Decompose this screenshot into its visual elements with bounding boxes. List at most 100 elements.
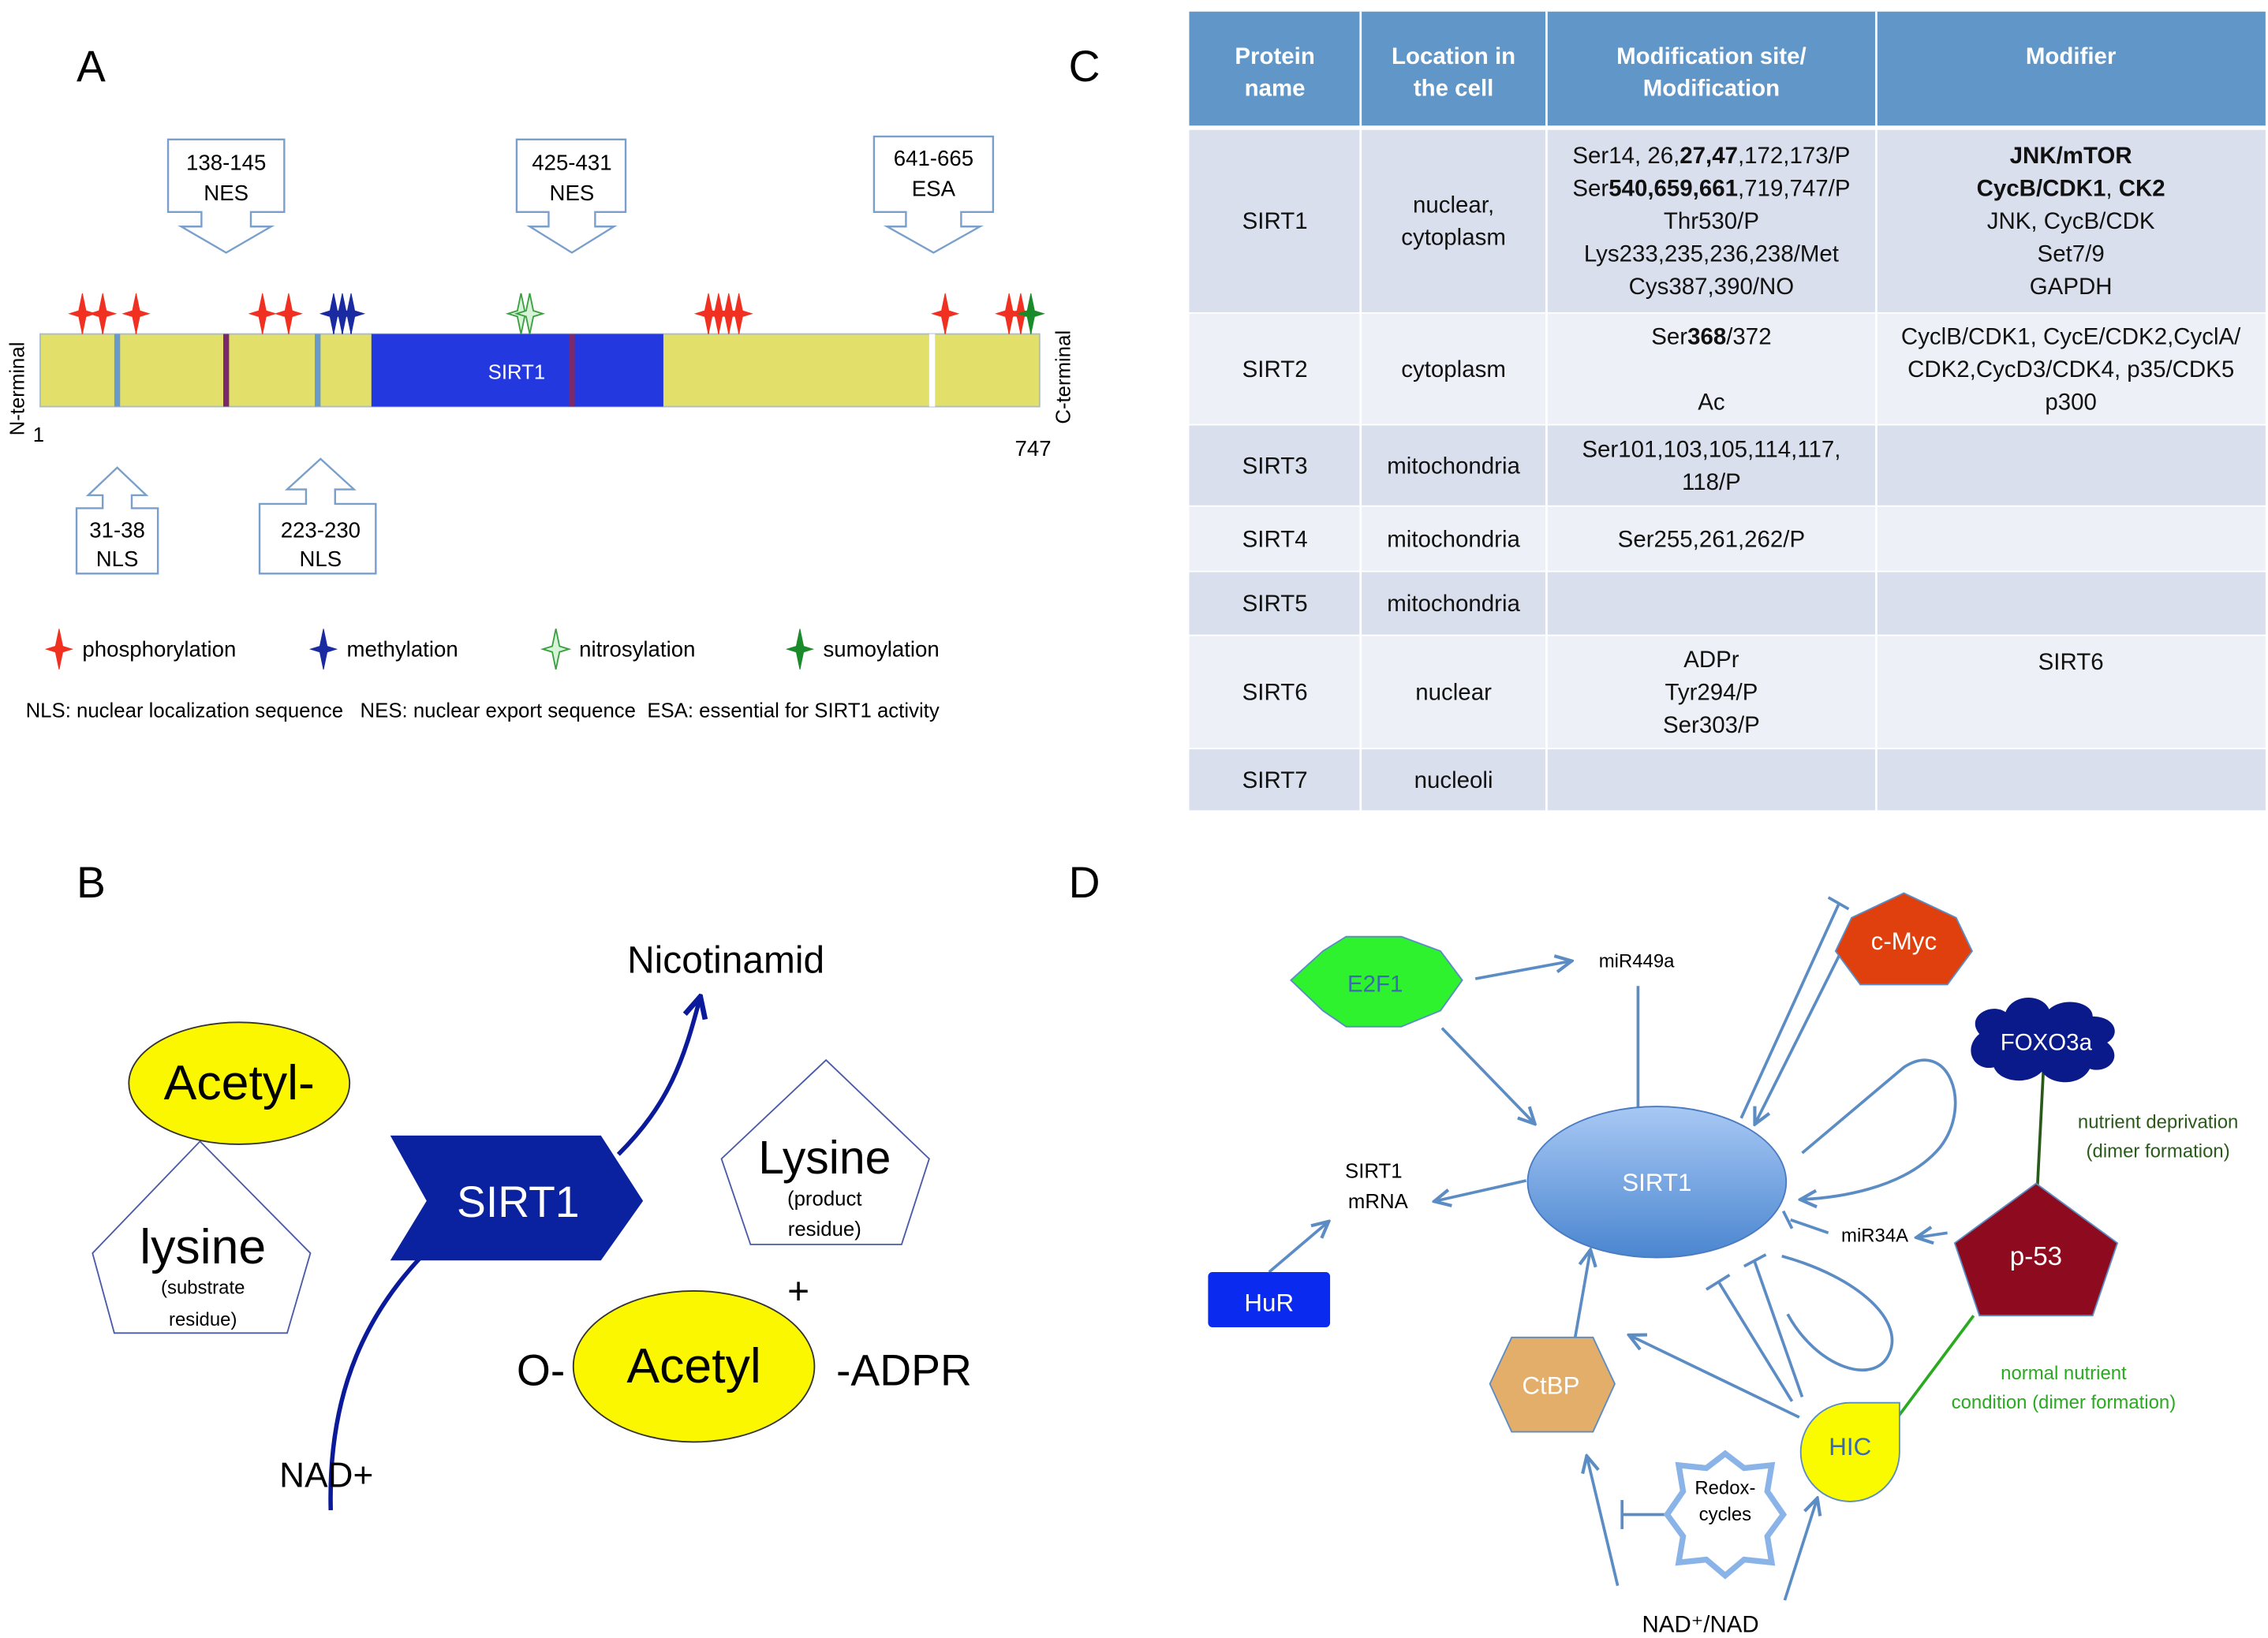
modification-star-icon [88, 293, 118, 334]
sirt1-node-label: SIRT1 [1622, 1169, 1691, 1196]
panel-b: B Acetyl- lysine (substrate residue) SIR… [77, 858, 972, 1511]
nicotinamid-label: Nicotinamid [627, 940, 824, 982]
legend-item: nitrosylation [540, 629, 695, 670]
acetyl-substrate-label: Acetyl- [164, 1055, 315, 1110]
interaction-edges [1268, 896, 2046, 1601]
edge-sirt1-cmyc-inhibit [1739, 904, 1840, 1119]
lysine-substrate-pentagon [92, 1140, 312, 1334]
abbreviation-footnote: NLS: nuclear localization sequence NES: … [26, 700, 940, 722]
sirt1-catalytic-domain [371, 334, 663, 407]
nes-marker [222, 334, 230, 407]
acetyl-product-label: Acetyl [626, 1338, 760, 1394]
edge-nad-ctbp [1587, 1458, 1620, 1587]
column-header: Modifier [2026, 43, 2117, 69]
domain-label: SIRT1 [488, 362, 546, 384]
table-cell-text: SIRT5 [1242, 591, 1308, 617]
nad-ratio-label: NAD⁺/NAD [1642, 1612, 1759, 1638]
node-ctbp: CtBP [1489, 1336, 1616, 1433]
edge-hic-ctbp [1631, 1336, 1800, 1419]
modification-star-icon [308, 629, 338, 670]
table-row [1189, 749, 2266, 811]
nad-arrow [328, 1233, 446, 1511]
lysine-substrate-label: lysine [140, 1219, 266, 1274]
callout-type: NLS [300, 547, 342, 571]
node-sirt1: SIRT1 [1526, 1106, 1788, 1259]
table-cell-text: Set7/9 [2038, 241, 2105, 267]
table-cell-text: p300 [2045, 389, 2097, 415]
foxo3a-label: FOXO3a [2001, 1029, 2093, 1055]
table-cell-text: SIRT4 [1242, 526, 1308, 552]
modification-star-icon [248, 293, 277, 334]
node-e2f1: E2F1 [1290, 935, 1463, 1028]
table-cell-text: Ser14, 26,27,47,172,173/P [1572, 143, 1850, 169]
nls-marker [114, 334, 121, 407]
nls-marker [315, 334, 321, 407]
acetyl-product-ellipse [572, 1290, 816, 1443]
modification-star-icon [514, 293, 546, 334]
modification-star-icon [1016, 293, 1045, 334]
legend-item: methylation [308, 629, 458, 670]
column-header: Protein [1235, 43, 1314, 69]
modification-star-icon [785, 629, 815, 670]
end-residue: 747 [1015, 436, 1052, 461]
table-cell-text: Ser303/P [1663, 712, 1760, 738]
callout-type: NES [550, 181, 595, 205]
start-residue: 1 [33, 424, 44, 446]
modification-star-icon [274, 293, 303, 334]
column-header: Location in [1392, 43, 1515, 69]
n-terminal-label: N-terminal [7, 342, 29, 436]
modification-star-icon [121, 293, 151, 334]
node-foxo3a: FOXO3a [1971, 997, 2115, 1083]
protein-bar: SIRT1 [39, 333, 1041, 408]
modification-star-icon [724, 293, 753, 334]
table-cell-text: nucleoli [1414, 767, 1493, 793]
nutrient-deprivation-note: (dimer formation) [2087, 1141, 2230, 1162]
column-header: name [1245, 76, 1306, 102]
legend-label: phosphorylation [82, 636, 236, 661]
p53-label: p-53 [2010, 1242, 2062, 1271]
table-row [1189, 506, 2266, 571]
modification-star-icon [336, 293, 366, 334]
table-cell-text: CDK2,CycD3/CDK4, p35/CDK5 [1907, 356, 2234, 382]
modification-star-icon [68, 293, 97, 334]
table-cell-text: Ser255,261,262/P [1618, 526, 1805, 552]
table-cell-text: mitochondria [1387, 526, 1520, 552]
table-row [1189, 636, 2266, 748]
nad-label: NAD+ [279, 1457, 373, 1495]
column-header: Modification site/ [1616, 43, 1807, 69]
node-hur: HuR [1208, 1271, 1331, 1327]
callout-type: NES [204, 181, 248, 205]
table-cell-text: Ser368/372 [1651, 323, 1771, 349]
table-cell-text: JNK, CycB/CDK [1987, 208, 2155, 234]
lysine-product-note: (product [787, 1188, 862, 1210]
edge-p53-mir34a [1919, 1233, 1948, 1237]
table-cell-text: SIRT3 [1242, 453, 1308, 479]
mir449a-label: miR449a [1599, 950, 1675, 972]
o-prefix: O- [517, 1346, 565, 1395]
lysine-product-label: Lysine [758, 1132, 891, 1184]
callout-type: ESA [912, 177, 956, 201]
edge-ctbp-sirt1 [1572, 1252, 1590, 1344]
table-cell-text: SIRT2 [1242, 356, 1308, 382]
lysine-substrate-note: (substrate [161, 1278, 245, 1299]
table-cell-text: SIRT6 [1242, 680, 1308, 706]
c-myc-label: c-Myc [1871, 927, 1937, 955]
panel-d: D [1069, 858, 2239, 1638]
e2f1-label: E2F1 [1347, 972, 1403, 998]
table-row [1189, 572, 2266, 635]
inhibit-bar [1827, 896, 1850, 911]
edge-hur-mrna [1268, 1222, 1328, 1274]
callout-type: NLS [96, 547, 139, 571]
callout-nes-2: 425-431 NES [515, 138, 627, 254]
adpr-suffix: -ADPR [836, 1346, 972, 1395]
enzyme-label: SIRT1 [457, 1177, 580, 1226]
table-cell-text: SIRT6 [2038, 649, 2104, 675]
panel-a: A 138-145 NES 425-431 NES 641-665 ESA SI… [7, 42, 1075, 722]
nutrient-deprivation-note: nutrient deprivation [2078, 1112, 2238, 1133]
plus-sign: + [787, 1270, 809, 1312]
legend-label: methylation [347, 636, 458, 661]
node-hic: HIC [1799, 1401, 1900, 1502]
